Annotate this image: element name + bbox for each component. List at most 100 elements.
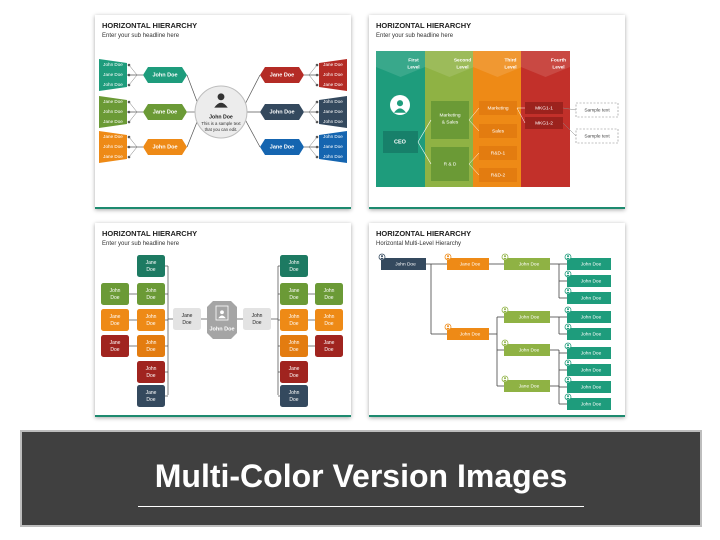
level-header-tab [376, 51, 425, 77]
level2-node [504, 311, 550, 323]
right-leaf-line [308, 64, 318, 76]
banner: Multi-Color Version Images [20, 430, 702, 527]
left-outer-box-label: Doe [110, 295, 119, 301]
level3-node-avatar-icon-body [566, 363, 570, 366]
third-to-fourth [516, 107, 526, 124]
level-header-text: First [408, 57, 419, 63]
level3-node-label: John Doe [581, 401, 602, 407]
level2-node-avatar-icon-head [504, 308, 506, 311]
right-outer-box [315, 335, 343, 357]
left-leaf-line [128, 64, 138, 76]
level3-node-avatar-icon-head [567, 344, 569, 347]
level-column [376, 51, 425, 187]
slide-2-diagram: FirstLevelSecondLevelThirdLevelFourthLev… [376, 51, 619, 187]
level2-node-avatar-icon-body [503, 257, 507, 260]
level3-node-avatar-icon-head [567, 308, 569, 311]
level2-node-avatar-icon-body [503, 343, 507, 346]
level-header-text: Level [407, 64, 419, 70]
second-level-label: Marketing [439, 112, 460, 118]
level3-node-avatar-icon-head [567, 361, 569, 364]
right-column-box [280, 255, 308, 277]
level3-node-label: John Doe [581, 384, 602, 390]
left-mid-hexagon [143, 67, 187, 83]
level3-node-label: John Doe [581, 331, 602, 337]
second-to-third [468, 152, 480, 165]
level1-node-label: Jane Doe [460, 261, 481, 267]
fourth-level-label: MKG1-2 [535, 120, 553, 126]
left-column-box-label: John [146, 340, 157, 346]
level2-node-avatar-icon-head [504, 255, 506, 258]
level3-node-label: John Doe [581, 295, 602, 301]
second-level-label: R & D [444, 161, 457, 167]
level1-node-avatar-icon-head [447, 325, 449, 328]
hub-name: John Doe [209, 114, 233, 120]
left-mid-hexagon [143, 104, 187, 120]
slide-1-subtitle: Enter your sub headline here [102, 33, 180, 39]
slide-3-title: HORIZONTAL HIERARCHY [102, 229, 198, 238]
third-level-box [479, 168, 517, 182]
right-column-box [280, 385, 308, 407]
level3-node-avatar-icon-head [567, 289, 569, 292]
left-leaf-label: Jane Doe [103, 119, 123, 124]
slide-3-subtitle: Enter your sub headline here [102, 241, 180, 247]
left-mid-label: John Doe [152, 144, 177, 150]
second-to-third [468, 119, 480, 132]
left-column-box-label: John [146, 366, 157, 372]
right-mid-label: John Doe [269, 109, 294, 115]
ceo-person-icon-body [394, 108, 406, 113]
third-level-box [479, 101, 517, 115]
right-mid-label: Jane Doe [270, 72, 294, 78]
right-column-box-label: Jane [289, 366, 300, 372]
level2-node-label: John Doe [519, 347, 540, 353]
left-mid-label: Jane Doe [153, 109, 177, 115]
hub-text-2: that you can edit. [205, 127, 238, 132]
left-connector-box-label: Jane [182, 313, 193, 319]
third-level-box [479, 146, 517, 160]
right-column-box-label: John [289, 260, 300, 266]
sample-note-label: Sample text [584, 107, 610, 113]
left-leaf-label: Jane Doe [103, 154, 123, 159]
left-column-box-label: Jane [146, 390, 157, 396]
right-column-box [280, 309, 308, 331]
right-leaf-label: Jane Doe [323, 109, 343, 114]
left-column-box-label: Doe [146, 321, 155, 327]
level-header-text: Second [454, 57, 471, 63]
level3-node [567, 328, 611, 340]
right-leaf-line [308, 136, 318, 148]
left-outer-box-label: Jane [110, 314, 121, 320]
level3-node-avatar-icon-head [567, 325, 569, 328]
hub-person-icon-body [214, 102, 228, 108]
left-leaf-label: Jane Doe [103, 134, 123, 139]
level2-node-label: John Doe [519, 314, 540, 320]
left-connector-box-label: Doe [182, 320, 191, 326]
left-column-box [137, 385, 165, 407]
right-leaf-line [308, 111, 318, 123]
level3-node-label: John Doe [581, 314, 602, 320]
left-column-box-label: John [146, 314, 157, 320]
level3-node [567, 381, 611, 393]
level3-node-avatar-icon-body [566, 274, 570, 277]
right-column-box-label: John [289, 390, 300, 396]
level3-node-avatar-icon-head [567, 272, 569, 275]
note-connector [562, 107, 577, 111]
left-leaf-line [128, 111, 138, 123]
right-connector-box-label: Doe [252, 320, 261, 326]
ceo-to-second [417, 141, 432, 165]
level2-node-avatar-icon-body [503, 379, 507, 382]
level2-node-avatar-icon-head [504, 377, 506, 380]
left-leaf-block [99, 59, 127, 91]
right-column-box-label: John [289, 314, 300, 320]
level2-node [504, 380, 550, 392]
left-column-box-label: Doe [146, 397, 155, 403]
right-outer-box-label: Doe [324, 295, 333, 301]
left-leaf-label: John Doe [103, 109, 123, 114]
level3-node-label: John Doe [581, 367, 602, 373]
level2-node-avatar-icon-body [503, 310, 507, 313]
left-leaf-line [128, 146, 138, 158]
left-mid-hexagon [143, 139, 187, 155]
